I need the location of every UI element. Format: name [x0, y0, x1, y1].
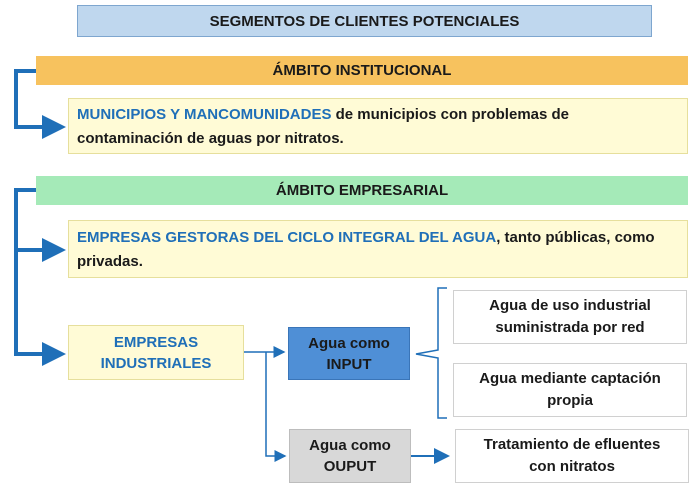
water-input-box: Agua como INPUT	[288, 327, 410, 380]
institutional-segment: MUNICIPIOS Y MANCOMUNIDADES de municipio…	[68, 98, 688, 154]
water-output-line1: Agua como	[309, 437, 391, 454]
water-output-line2: OUPUT	[323, 458, 377, 475]
output-option-line1: Tratamiento de efluentes	[483, 436, 661, 453]
output-option-effluent-treatment: Tratamiento de efluentes con nitratos	[455, 429, 689, 483]
water-utilities-highlight: EMPRESAS GESTORAS DEL CICLO INTEGRAL DEL…	[77, 229, 497, 246]
output-option-line2: con nitratos	[529, 458, 615, 475]
institutional-header-text: ÁMBITO INSTITUCIONAL	[272, 62, 452, 79]
input-option-own-capture: Agua mediante captación propia	[453, 363, 687, 417]
water-utilities-text: , tanto públicas, como privadas.	[77, 229, 655, 270]
industrial-label-line1: EMPRESAS	[113, 333, 199, 351]
industrial-segment: EMPRESAS INDUSTRIALES	[68, 325, 244, 380]
water-input-line1: Agua como	[308, 334, 390, 352]
industrial-label-line2: INDUSTRIALES	[100, 354, 212, 372]
water-utilities-segment: EMPRESAS GESTORAS DEL CICLO INTEGRAL DEL…	[68, 220, 688, 278]
diagram-title-text: SEGMENTOS DE CLIENTES POTENCIALES	[209, 12, 520, 30]
input-option-2-line2: propia	[547, 392, 593, 409]
institutional-header: ÁMBITO INSTITUCIONAL	[36, 56, 688, 85]
input-option-1-line2: suministrada por red	[495, 319, 645, 336]
input-options-brace	[415, 287, 447, 419]
institutional-connector	[14, 69, 66, 139]
output-connector	[265, 352, 287, 462]
input-option-network-water: Agua de uso industrial suministrada por …	[453, 290, 687, 344]
business-header-text: ÁMBITO EMPRESARIAL	[275, 182, 449, 199]
diagram-title: SEGMENTOS DE CLIENTES POTENCIALES	[77, 5, 652, 37]
business-header: ÁMBITO EMPRESARIAL	[36, 176, 688, 205]
water-input-line2: INPUT	[326, 355, 372, 373]
input-option-1-line1: Agua de uso industrial	[489, 297, 651, 314]
institutional-text: de municipios con problemas de contamina…	[77, 106, 570, 147]
input-option-2-line1: Agua mediante captación	[479, 370, 661, 387]
business-connector	[14, 188, 66, 366]
water-output-box: Agua como OUPUT	[289, 429, 411, 483]
institutional-highlight: MUNICIPIOS Y MANCOMUNIDADES	[77, 106, 332, 123]
